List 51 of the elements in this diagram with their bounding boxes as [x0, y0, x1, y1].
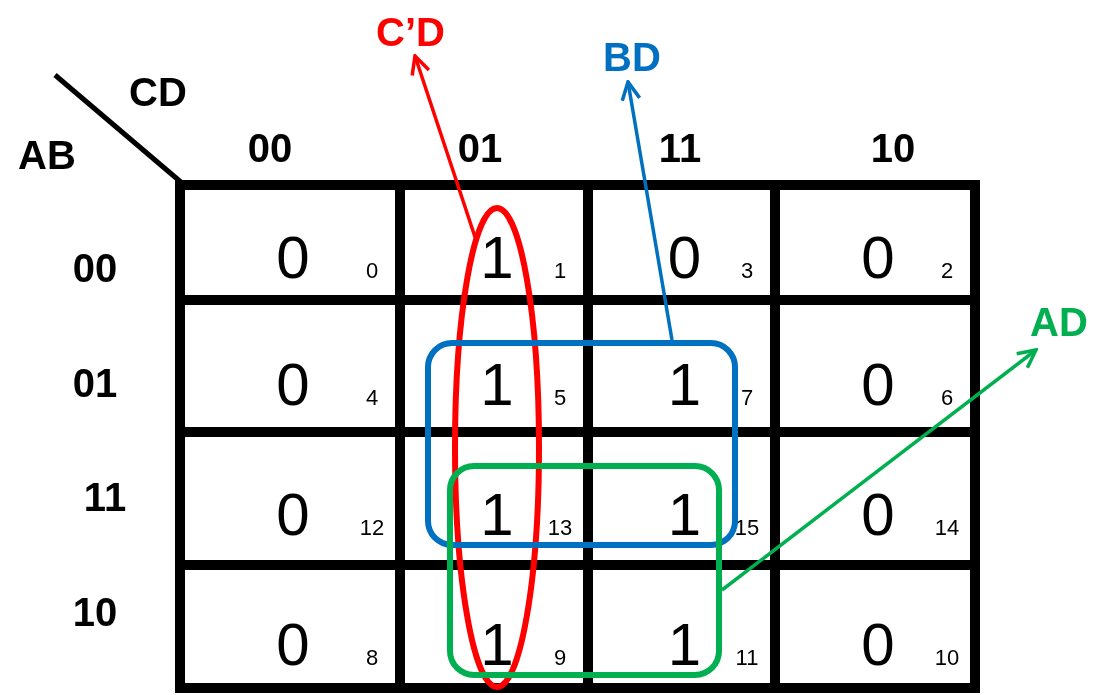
cell-index: 8 [365, 647, 379, 669]
cell-value: 0 [861, 485, 895, 545]
cell-index: 14 [934, 517, 960, 539]
cell-index: 10 [934, 647, 960, 669]
cell-index: 11 [735, 647, 759, 669]
group-label: AD [1030, 300, 1088, 344]
cell-index: 1 [553, 260, 567, 282]
group-loop [447, 463, 722, 678]
column-header: 10 [870, 128, 916, 168]
cell-value: 0 [861, 228, 895, 288]
cell-index: 3 [740, 260, 754, 282]
row-header: 10 [72, 592, 118, 632]
cell-index: 4 [365, 387, 379, 409]
leader-arrow [410, 54, 478, 241]
leader-arrow [620, 80, 674, 341]
cell-value: 0 [667, 228, 702, 288]
cell-index: 2 [940, 260, 954, 282]
group-label: BD [603, 35, 661, 79]
cell-value: 1 [667, 355, 702, 415]
cell-value: 1 [480, 228, 514, 288]
group-ellipse [452, 205, 542, 690]
cell-value: 0 [276, 355, 310, 415]
cell-index: 13 [547, 517, 573, 539]
column-header: 00 [247, 128, 293, 168]
cell-index: 12 [359, 517, 385, 539]
cell-value: 0 [276, 228, 310, 288]
cell-index: 6 [940, 387, 954, 409]
axis-label: CD [129, 72, 187, 112]
column-header: 01 [457, 128, 503, 168]
axis-label: AB [18, 135, 76, 175]
cell-index: 5 [553, 387, 567, 409]
cell-value: 1 [480, 485, 514, 545]
cell-index: 7 [740, 387, 754, 409]
cell-value: 0 [276, 485, 310, 545]
cell-value: 0 [861, 615, 895, 675]
cell-index: 0 [365, 260, 379, 282]
cell-value: 1 [667, 485, 702, 545]
group-label: C’D [376, 10, 445, 54]
row-header: 01 [72, 363, 118, 403]
cell-index: 15 [734, 517, 760, 539]
row-header: 11 [83, 477, 127, 517]
cell-value: 0 [276, 615, 310, 675]
cell-value: 0 [861, 355, 895, 415]
group-loop [425, 340, 738, 548]
cell-index: 9 [553, 647, 567, 669]
leader-arrow [720, 348, 1038, 592]
cell-value: 1 [480, 615, 514, 675]
column-header: 11 [658, 128, 702, 168]
row-header: 00 [72, 248, 118, 288]
cell-value: 1 [667, 615, 702, 675]
cell-value: 1 [480, 355, 514, 415]
